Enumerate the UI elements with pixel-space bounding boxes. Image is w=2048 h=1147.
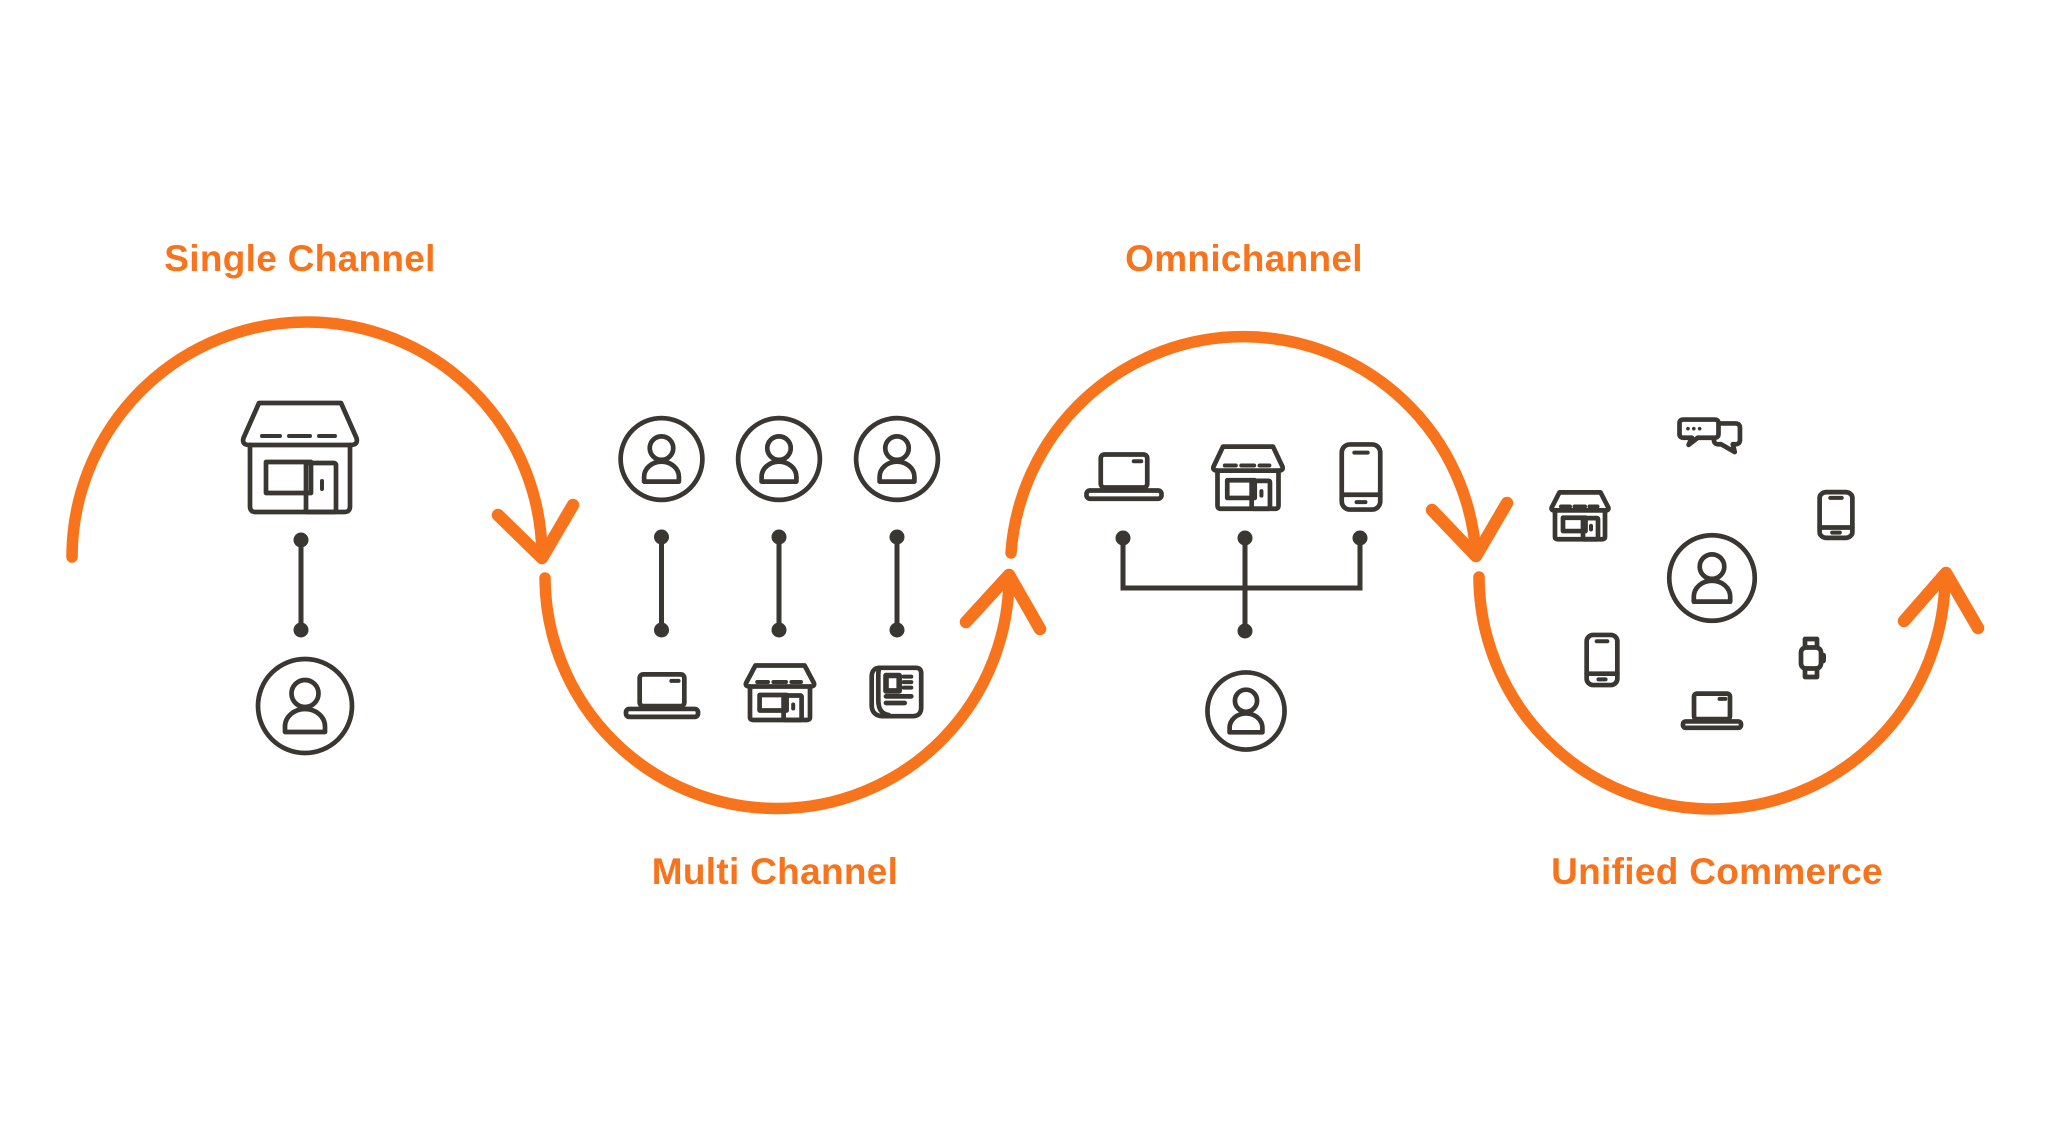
connector-single — [293, 532, 309, 638]
connector-multi — [654, 529, 905, 638]
flow-arc-single-channel — [72, 322, 542, 557]
store-icon — [243, 403, 357, 512]
smartphone-icon — [1340, 442, 1382, 512]
stage-label-multi-channel: Multi Channel — [651, 851, 899, 892]
stage-omnichannel — [1084, 442, 1382, 752]
arrowhead-down-1-icon — [498, 505, 573, 558]
smartwatch-icon — [1799, 637, 1826, 679]
stage-label-omnichannel: Omnichannel — [1125, 238, 1363, 279]
store-icon — [744, 664, 816, 722]
smartphone-icon — [1585, 633, 1619, 687]
person-icon — [738, 418, 820, 500]
store-icon — [1211, 445, 1285, 511]
chat-bubbles-icon — [1677, 418, 1742, 454]
newspaper-icon — [870, 666, 923, 718]
person-icon — [1669, 535, 1755, 621]
arrowhead-up-2-icon — [1904, 573, 1978, 628]
stage-multi-channel — [621, 418, 938, 722]
connector-omni — [1115, 530, 1368, 639]
stage-unified-commerce — [1550, 418, 1854, 730]
person-icon — [1205, 670, 1287, 752]
person-icon — [258, 659, 352, 753]
flow-arc-unified-commerce — [1479, 575, 1945, 809]
flow-arc-multi-channel — [545, 575, 1009, 809]
stage-label-unified-commerce: Unified Commerce — [1551, 851, 1883, 892]
stage-label-single-channel: Single Channel — [164, 238, 436, 279]
laptop-icon — [624, 672, 700, 719]
person-icon — [856, 418, 938, 500]
laptop-icon — [1084, 452, 1164, 501]
flow-wave — [72, 322, 1978, 809]
arrowhead-down-2-icon — [1432, 503, 1507, 556]
person-icon — [621, 418, 703, 500]
store-icon — [1550, 491, 1610, 541]
flow-arc-omnichannel — [1011, 337, 1476, 556]
stage-single-channel — [243, 403, 357, 753]
arrowhead-up-1-icon — [966, 575, 1040, 629]
laptop-icon — [1681, 692, 1743, 730]
tablet-icon — [1818, 490, 1854, 540]
